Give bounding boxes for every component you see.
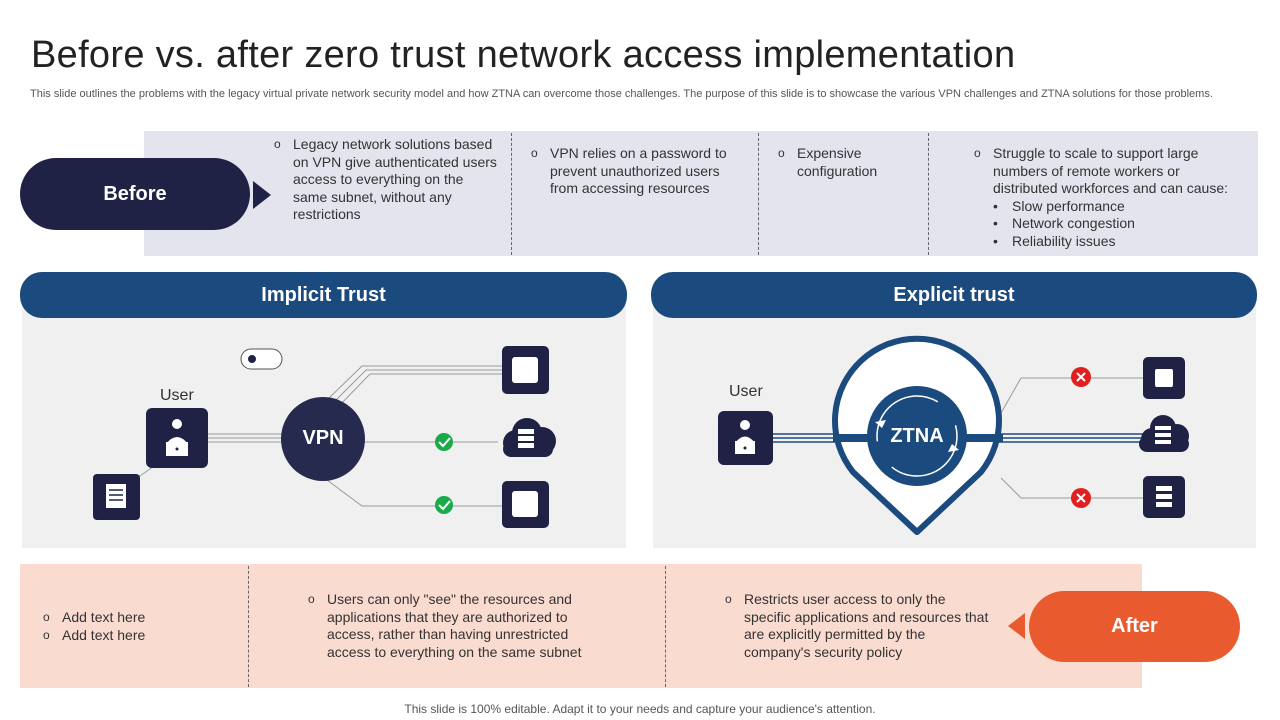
after-item: Add text here (43, 609, 233, 627)
before-divider-2 (758, 133, 759, 255)
ztna-label: ZTNA (890, 425, 944, 447)
explicit-diagram (718, 335, 1189, 535)
before-col-4: Struggle to scale to support large numbe… (974, 145, 1246, 250)
after-col-3: Restricts user access to only the specif… (725, 591, 995, 661)
vpn-hub (281, 397, 365, 481)
before-item-4: Struggle to scale to support large numbe… (974, 145, 1246, 198)
cloud-server-icon (1139, 415, 1189, 452)
before-col-3: Expensive configuration (778, 145, 918, 180)
deny-icon (1071, 367, 1091, 387)
after-item: Restricts user access to only the specif… (725, 591, 995, 661)
before-sub-item: Reliability issues (993, 233, 1246, 251)
deny-icon (1071, 488, 1091, 508)
after-divider-1 (248, 566, 249, 687)
resource-box-icon (502, 481, 549, 528)
explicit-panel-title: Explicit trust (651, 272, 1257, 318)
before-item-2: VPN relies on a password to prevent unau… (531, 145, 746, 198)
before-sub-list: Slow performance Network congestion Reli… (993, 198, 1246, 251)
resource-box-icon (502, 346, 549, 394)
before-sub-item: Network congestion (993, 215, 1246, 233)
ztna-shield (832, 335, 1003, 535)
before-item-1: Legacy network solutions based on VPN gi… (274, 136, 499, 224)
after-pill: After (1029, 591, 1240, 662)
vpn-label: VPN (302, 427, 344, 449)
after-divider-2 (665, 566, 666, 687)
before-arrow-icon (253, 181, 271, 209)
before-sub-item: Slow performance (993, 198, 1246, 216)
after-item: Users can only "see" the resources and a… (308, 591, 608, 661)
before-col-2: VPN relies on a password to prevent unau… (531, 145, 746, 198)
implicit-panel-title: Implicit Trust (20, 272, 627, 318)
after-item: Add text here (43, 627, 233, 645)
before-divider-1 (511, 133, 512, 255)
after-col-1: Add text here Add text here (43, 609, 233, 644)
check-icon (435, 496, 453, 514)
implicit-user-label: User (160, 387, 194, 404)
implicit-diagram (93, 346, 556, 528)
before-col-4-list: Struggle to scale to support large numbe… (974, 145, 1246, 198)
footer-note: This slide is 100% editable. Adapt it to… (404, 702, 876, 716)
after-arrow-icon (1008, 613, 1025, 639)
explicit-user-label: User (729, 383, 763, 400)
before-item-3: Expensive configuration (778, 145, 918, 180)
user-icon (146, 408, 208, 468)
after-col-2: Users can only "see" the resources and a… (308, 591, 608, 661)
before-col-1: Legacy network solutions based on VPN gi… (274, 136, 499, 224)
server-box-icon (1143, 476, 1185, 518)
slide-subtitle: This slide outlines the problems with th… (30, 88, 1213, 100)
check-icon (435, 433, 453, 451)
before-divider-3 (928, 133, 929, 255)
resource-box-icon (1143, 357, 1185, 399)
server-icon (93, 474, 140, 520)
user-icon (718, 411, 773, 465)
before-pill: Before (20, 158, 250, 230)
slide-title: Before vs. after zero trust network acce… (31, 34, 1016, 76)
cloud-server-icon (503, 418, 556, 457)
toggle-icon (240, 348, 283, 370)
